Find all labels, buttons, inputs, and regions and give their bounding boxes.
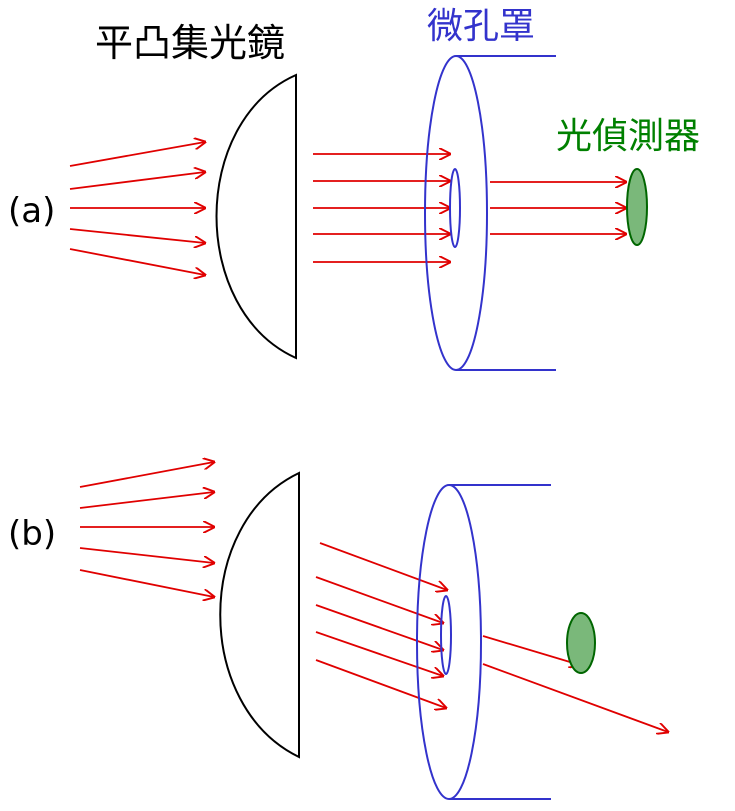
pinhole-aperture	[440, 595, 452, 675]
detector-a	[626, 168, 648, 246]
ray	[69, 142, 205, 167]
panel-a-label: (a)	[8, 191, 55, 231]
ray	[315, 576, 443, 623]
ray	[482, 635, 580, 665]
pinhole-mask-b	[416, 484, 551, 800]
ray	[79, 569, 214, 597]
transmitted-rays-a	[490, 182, 626, 234]
ray	[79, 462, 214, 488]
panel-b	[79, 462, 668, 800]
mask-disk	[424, 55, 488, 371]
ray	[315, 659, 446, 708]
pinhole-mask-a	[424, 55, 556, 371]
lens-a	[215, 73, 297, 360]
focused-rays-a	[313, 154, 450, 262]
mask-disk	[416, 484, 482, 800]
ray	[69, 248, 205, 275]
panel-b-label: (b)	[8, 514, 56, 554]
incoming-rays-a	[69, 142, 205, 275]
panel-a	[69, 55, 648, 371]
transmitted-rays-b	[482, 635, 668, 732]
incoming-rays-b	[79, 462, 214, 597]
detector-label: 光偵測器	[556, 116, 700, 157]
detector-b	[566, 612, 596, 674]
ray	[79, 492, 214, 509]
pinhole-aperture	[449, 168, 461, 248]
ray	[482, 663, 668, 732]
ray	[315, 631, 443, 676]
ray	[69, 228, 205, 243]
lens-label: 平凸集光鏡	[95, 21, 285, 65]
focused-rays-b	[315, 542, 447, 708]
ray	[319, 542, 447, 590]
pinhole-label: 微孔罩	[427, 6, 535, 47]
ray	[79, 547, 214, 563]
ray	[315, 604, 443, 650]
ray	[69, 172, 205, 190]
lens-b	[219, 471, 300, 759]
